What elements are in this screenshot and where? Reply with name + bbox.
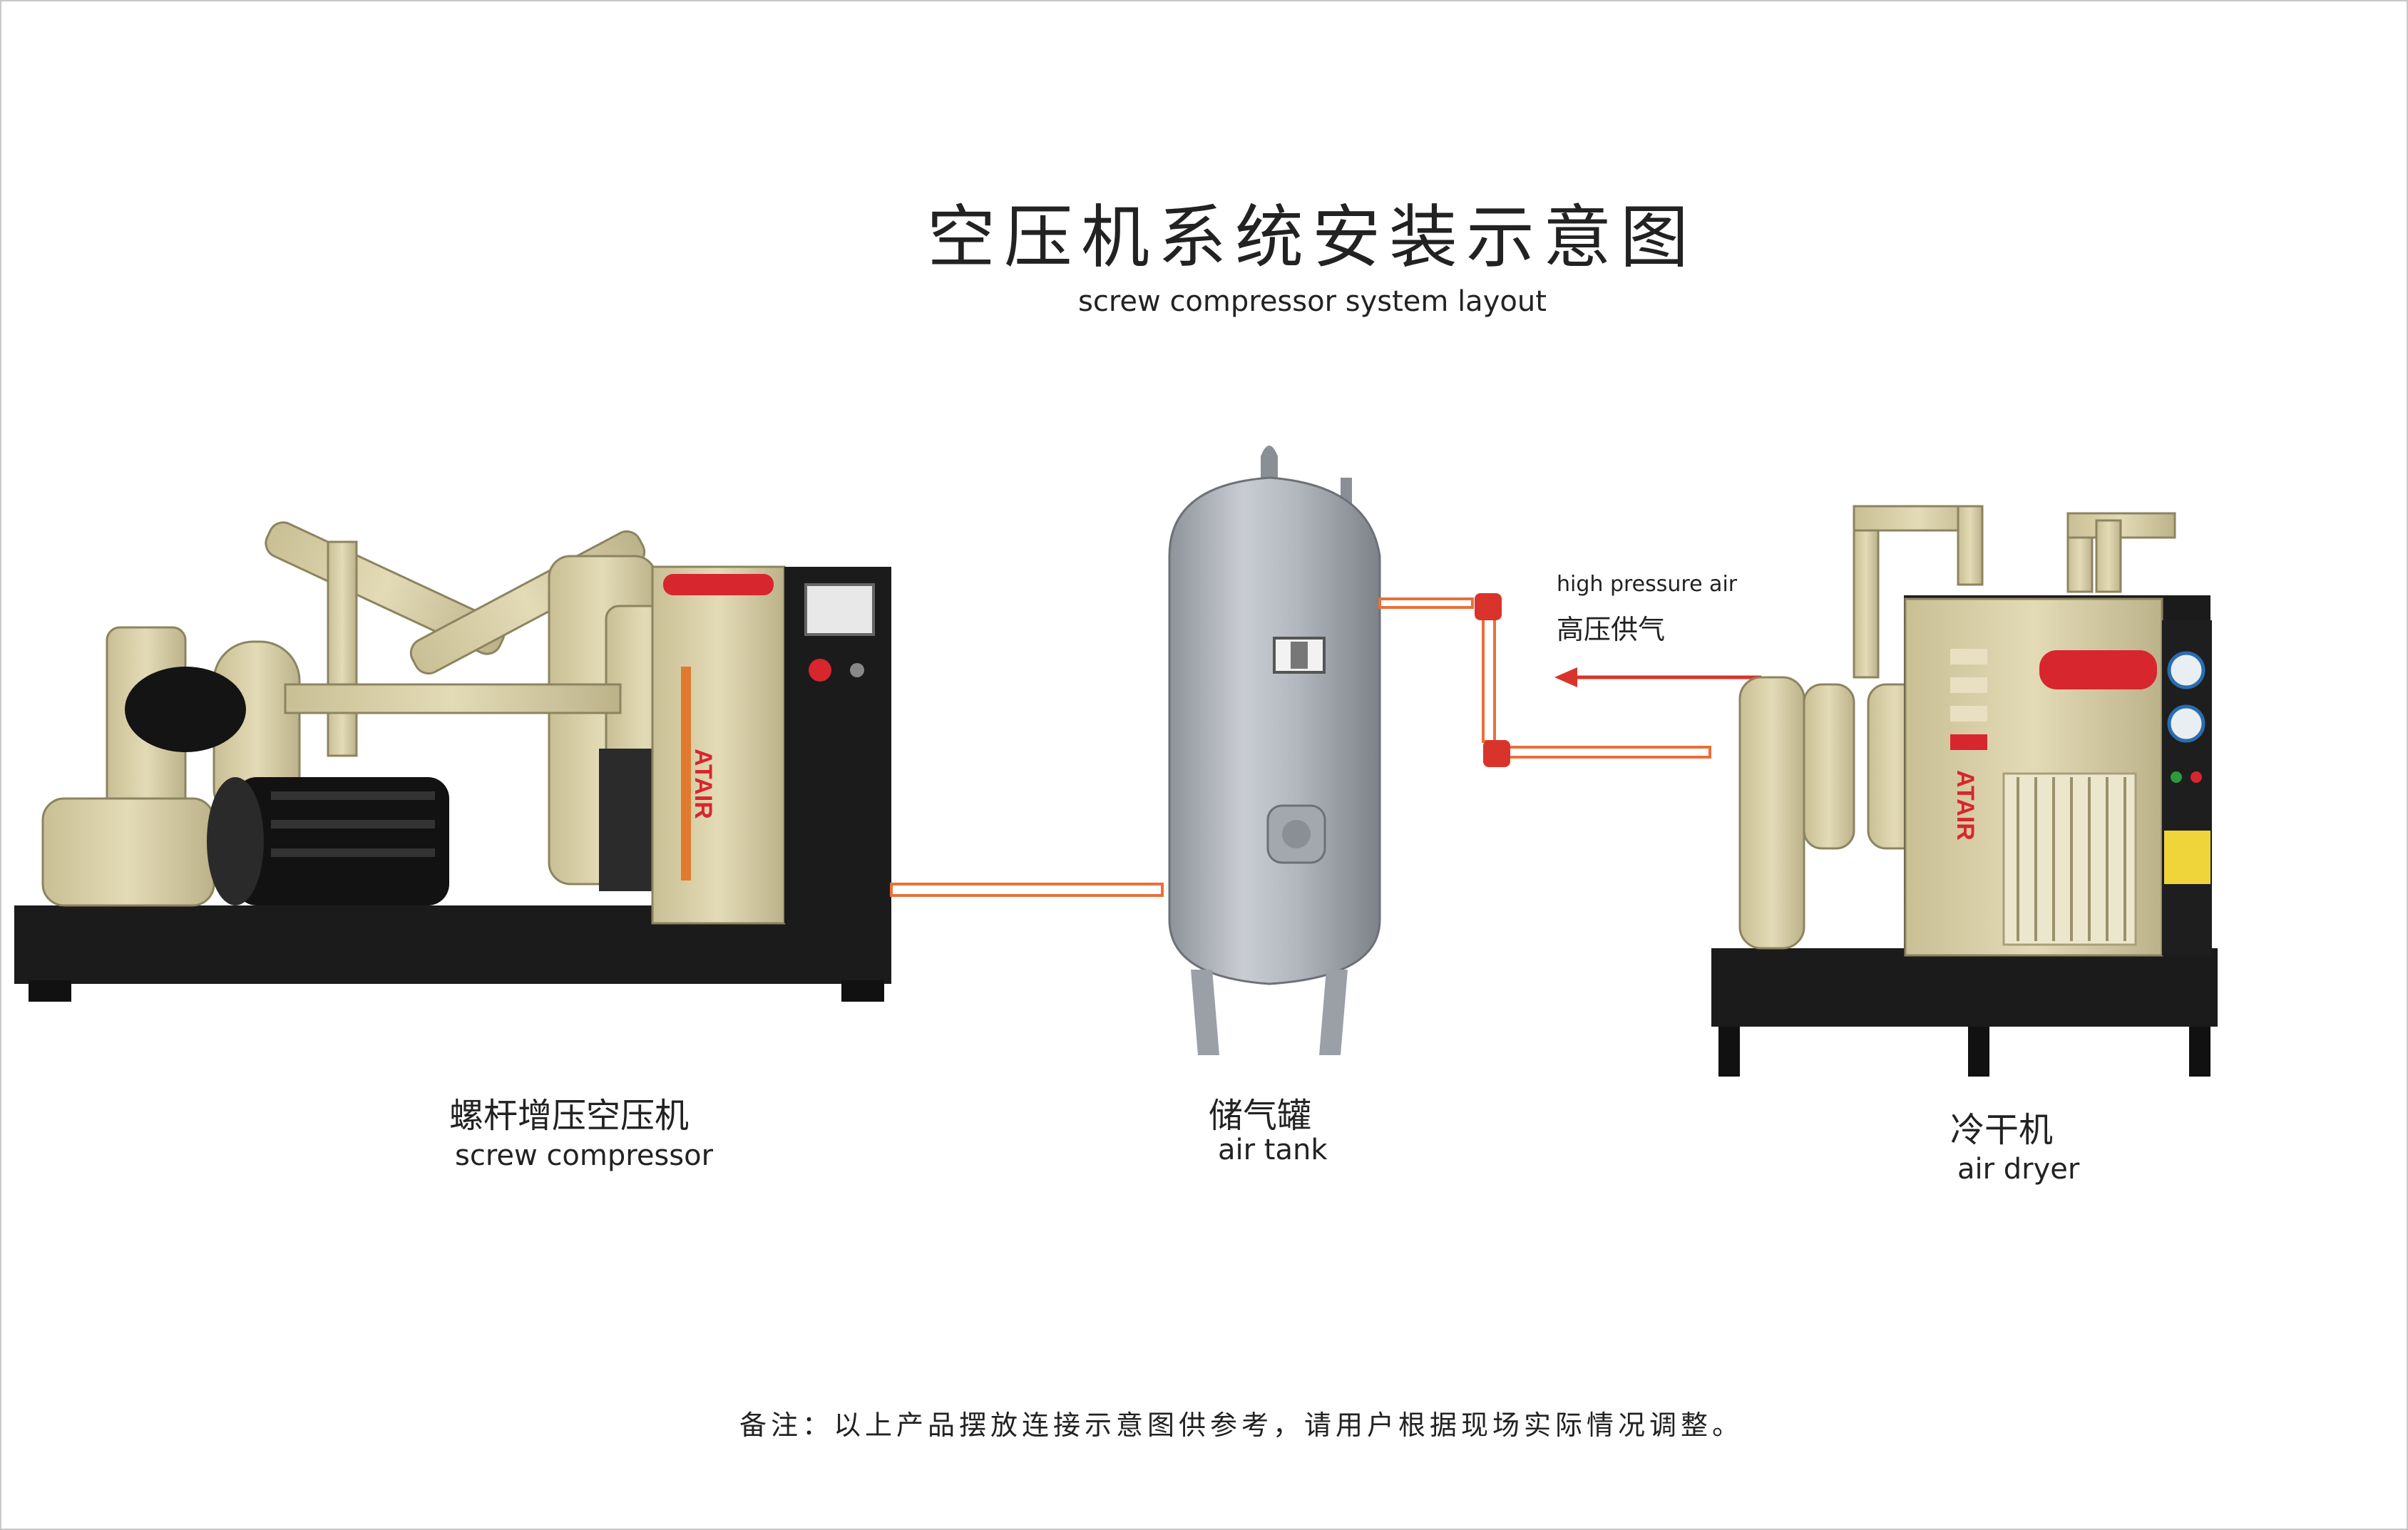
tank-body: [1168, 476, 1381, 985]
flow-label-en: high pressure air: [1557, 572, 1738, 597]
tank-label-cn: 储气罐: [1209, 1096, 1312, 1136]
compressor-label-cn: 螺杆增压空压机: [449, 1096, 690, 1136]
dryer-label-cn: 冷干机: [1950, 1110, 2054, 1150]
air-filter: [125, 667, 246, 752]
pressure-gauge-icon-2: [2167, 704, 2205, 743]
tank-label-en: air tank: [1218, 1134, 1328, 1166]
pipe-tank-to-dryer: [1475, 593, 1711, 767]
footnote: 备注：以上产品摆放连接示意图供参考，请用户根据现场实际情况调整。: [739, 1410, 1744, 1441]
flow-arrow-icon: [1554, 667, 1761, 687]
air-dryer: ATAIR: [1711, 505, 2218, 1077]
dryer-label-en: air dryer: [1957, 1153, 2080, 1186]
elbow-top: [1475, 593, 1502, 620]
compressor-brand: ATAIR: [690, 749, 717, 819]
screw-compressor: ATAIR: [14, 521, 891, 1002]
emergency-stop-icon: [809, 659, 831, 682]
dryer-vent-grille: [2002, 772, 2137, 946]
pressure-gauge-icon: [2167, 651, 2205, 689]
dryer-brand: ATAIR: [1952, 770, 1979, 841]
page-title: 空压机系统安装示意图: [927, 197, 1697, 277]
motor: [235, 777, 449, 905]
air-tank: [1168, 446, 1474, 1055]
elbow-bottom: [1483, 740, 1510, 767]
flow-label-cn: 高压供气: [1557, 614, 1666, 645]
hmi-screen: [804, 583, 875, 636]
page-subtitle: screw compressor system layout: [1078, 285, 1547, 318]
compressor-label-en: screw compressor: [455, 1139, 714, 1172]
warning-label: [2164, 831, 2210, 884]
pipe-compressor-to-tank: [890, 883, 1164, 897]
compressor-cabinet: [651, 565, 786, 925]
